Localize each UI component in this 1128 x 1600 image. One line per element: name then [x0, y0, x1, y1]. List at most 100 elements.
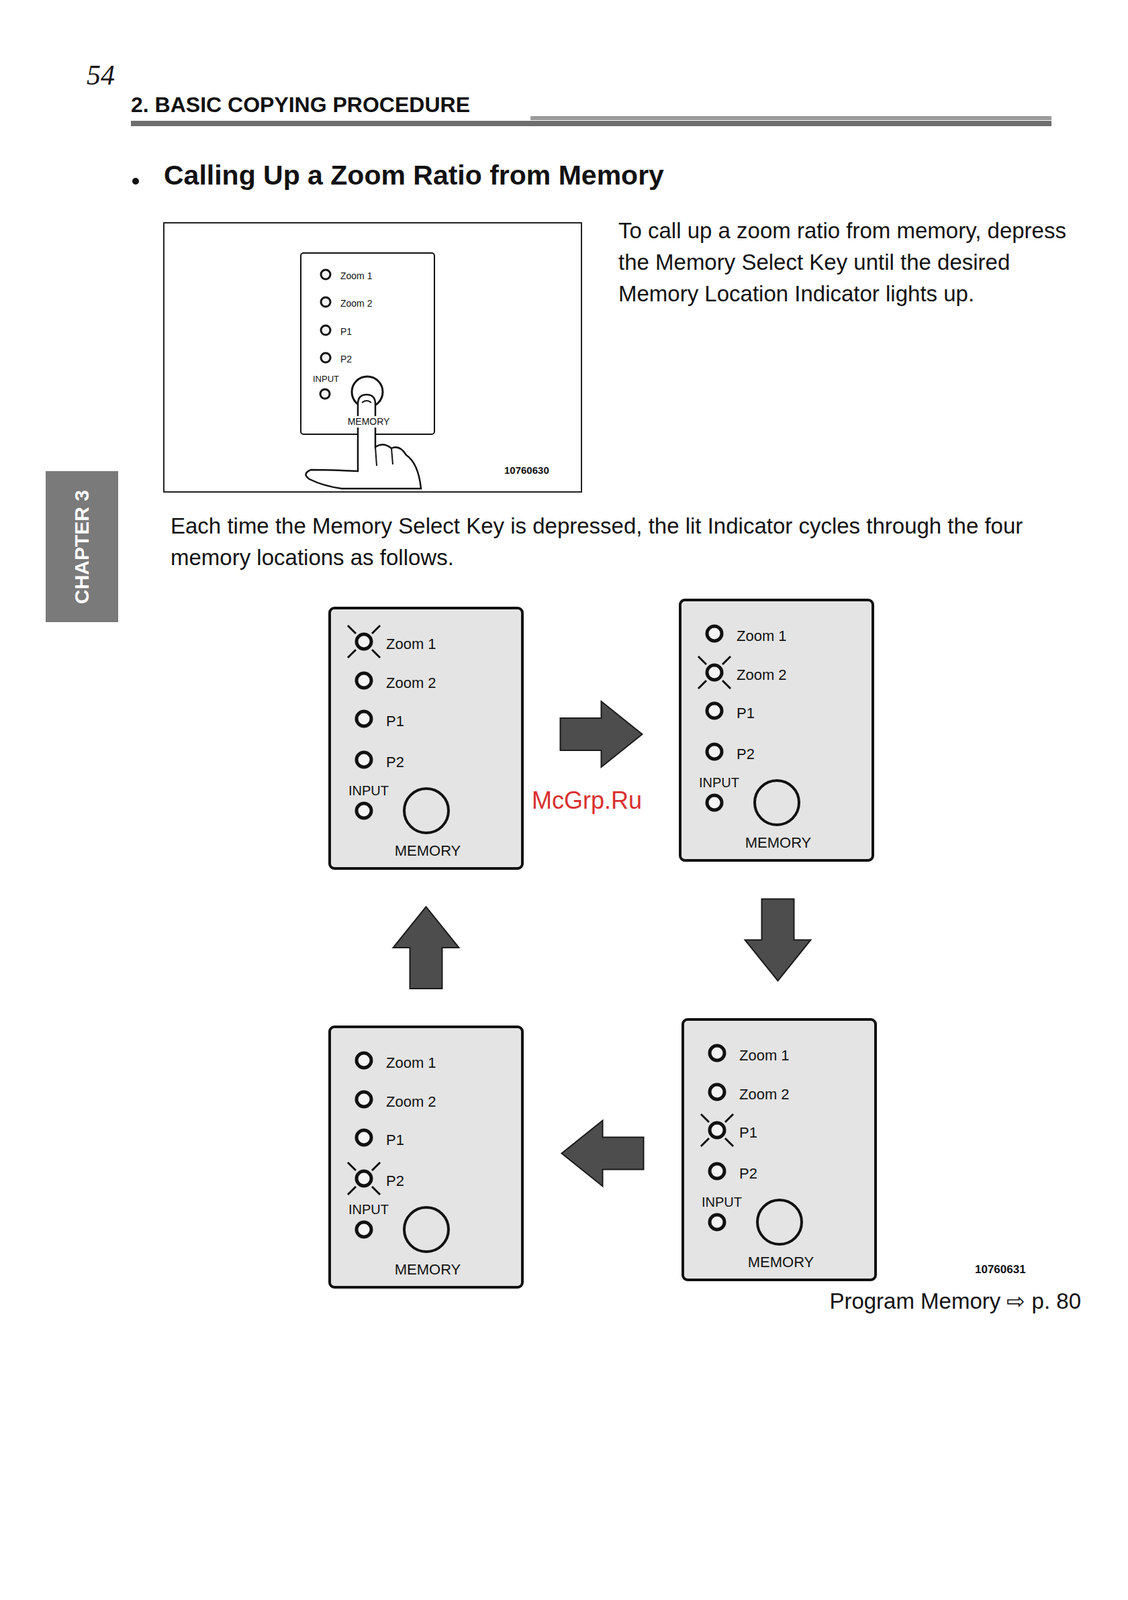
figure-code: 10760631	[974, 1262, 1026, 1278]
instruction-text: Each time the Memory Select Key is depre…	[170, 510, 1091, 574]
indicator-label: P1	[386, 1132, 405, 1150]
control-panel: Zoom 1 Zoom 2 P1P2INPUT MEMORY	[681, 1018, 877, 1282]
light-ray	[698, 680, 707, 689]
light-ray	[371, 625, 381, 634]
input-label: INPUT	[312, 373, 340, 385]
indicator-lamp	[707, 703, 722, 719]
light-ray	[347, 1187, 356, 1196]
flow-arrow	[561, 1121, 644, 1188]
button-label: MEMORY	[747, 1254, 815, 1272]
indicator-lamp	[356, 803, 372, 819]
indicator-label: Zoom 1	[340, 270, 372, 282]
control-panel: Zoom 1 Zoom 2 P1P2INPUT MEMORY	[328, 1025, 524, 1290]
light-ray	[700, 1138, 710, 1147]
indicator-lamp	[356, 1171, 372, 1187]
indicator-label: P2	[386, 754, 405, 772]
figure-code: 10760630	[504, 464, 550, 477]
bullet	[132, 177, 139, 185]
indicator-label: P2	[340, 353, 352, 366]
header-rule	[130, 120, 1052, 127]
figure-frame: 10760630 Zoom 1 Zoom 2 P1P2INPUT MEMORY	[163, 222, 583, 493]
indicator-lamp	[709, 1164, 725, 1180]
input-label: INPUT	[348, 1201, 389, 1218]
indicator-lamp	[320, 297, 331, 307]
indicator-label: Zoom 2	[386, 1093, 437, 1112]
indicator-lamp	[707, 626, 722, 642]
indicator-lamp	[356, 1053, 372, 1069]
indicator-lamp	[356, 752, 372, 768]
indicator-label: Zoom 2	[386, 674, 437, 693]
control-panel: Zoom 1 Zoom 2 P1P2INPUT MEMORY	[300, 252, 436, 436]
light-ray	[722, 656, 731, 665]
indicator-label: Zoom 1	[736, 627, 787, 646]
page-number: 54	[86, 57, 115, 94]
indicator-label: P1	[739, 1124, 758, 1143]
control-panel: Zoom 1 Zoom 2 P1P2INPUT MEMORY	[678, 598, 875, 863]
flow-arrow	[560, 701, 643, 768]
button-label: MEMORY	[745, 834, 812, 853]
indicator-label: P1	[736, 705, 755, 723]
instruction-text: To call up a zoom ratio from memory, dep…	[618, 214, 1069, 310]
flow-arrow	[745, 899, 812, 982]
indicator-lamp	[356, 1092, 372, 1108]
watermark: McGrp.Ru	[531, 785, 642, 816]
input-label: INPUT	[701, 1194, 742, 1211]
indicator-lamp	[707, 744, 722, 760]
indicator-label: Zoom 2	[340, 298, 372, 310]
pressing-hand	[305, 394, 421, 489]
indicator-label: P2	[739, 1165, 758, 1184]
light-ray	[347, 1162, 356, 1171]
light-ray	[371, 649, 381, 658]
indicator-lamp	[707, 665, 722, 681]
header-rule	[530, 116, 1052, 121]
light-ray	[722, 680, 731, 689]
indicator-label: P1	[340, 326, 352, 338]
input-label: INPUT	[698, 774, 740, 791]
indicator-label: P1	[386, 713, 405, 731]
indicator-lamp	[709, 1215, 725, 1231]
indicator-lamp	[709, 1123, 725, 1139]
indicator-lamp	[320, 389, 330, 399]
indicator-lamp	[707, 795, 722, 811]
light-ray	[725, 1138, 734, 1147]
light-ray	[347, 649, 356, 658]
light-ray	[347, 625, 356, 634]
memory-select-key	[404, 1207, 449, 1253]
indicator-lamp	[320, 325, 331, 336]
light-ray	[700, 1114, 710, 1123]
light-ray	[698, 656, 707, 665]
indicator-lamp	[356, 673, 372, 689]
indicator-lamp	[709, 1085, 725, 1100]
indicator-lamp	[320, 269, 331, 280]
indicator-label: Zoom 2	[739, 1086, 790, 1104]
indicator-label: P2	[386, 1172, 405, 1191]
indicator-label: Zoom 1	[386, 1054, 437, 1073]
indicator-lamp	[356, 1130, 372, 1146]
light-ray	[371, 1162, 381, 1171]
indicator-label: P2	[736, 745, 755, 764]
button-label: MEMORY	[394, 842, 462, 861]
page-title: Calling Up a Zoom Ratio from Memory	[163, 158, 665, 193]
control-panel: Zoom 1 Zoom 2 P1P2INPUT MEMORY	[328, 606, 524, 871]
indicator-lamp	[356, 711, 372, 727]
indicator-lamp	[356, 1222, 372, 1238]
chapter-tab-label: CHAPTER 3	[69, 490, 95, 605]
memory-select-key	[404, 788, 449, 834]
flow-arrow	[393, 907, 460, 990]
indicator-label: Zoom 1	[739, 1047, 790, 1065]
light-ray	[725, 1114, 734, 1123]
chapter-tab	[45, 471, 119, 623]
indicator-lamp	[709, 1046, 725, 1061]
indicator-label: Zoom 1	[386, 635, 437, 654]
button-label: MEMORY	[394, 1261, 462, 1280]
cross-reference: Program Memory ⇨ p. 80	[829, 1287, 1081, 1316]
indicator-lamp	[356, 634, 372, 650]
section-header: 2. BASIC COPYING PROCEDURE	[130, 91, 470, 119]
indicator-lamp	[320, 353, 331, 363]
light-ray	[371, 1187, 381, 1196]
indicator-label: Zoom 2	[736, 666, 787, 685]
memory-select-key	[757, 1200, 802, 1245]
button-label: MEMORY	[346, 416, 392, 428]
input-label: INPUT	[348, 782, 389, 799]
memory-select-key	[754, 780, 799, 826]
